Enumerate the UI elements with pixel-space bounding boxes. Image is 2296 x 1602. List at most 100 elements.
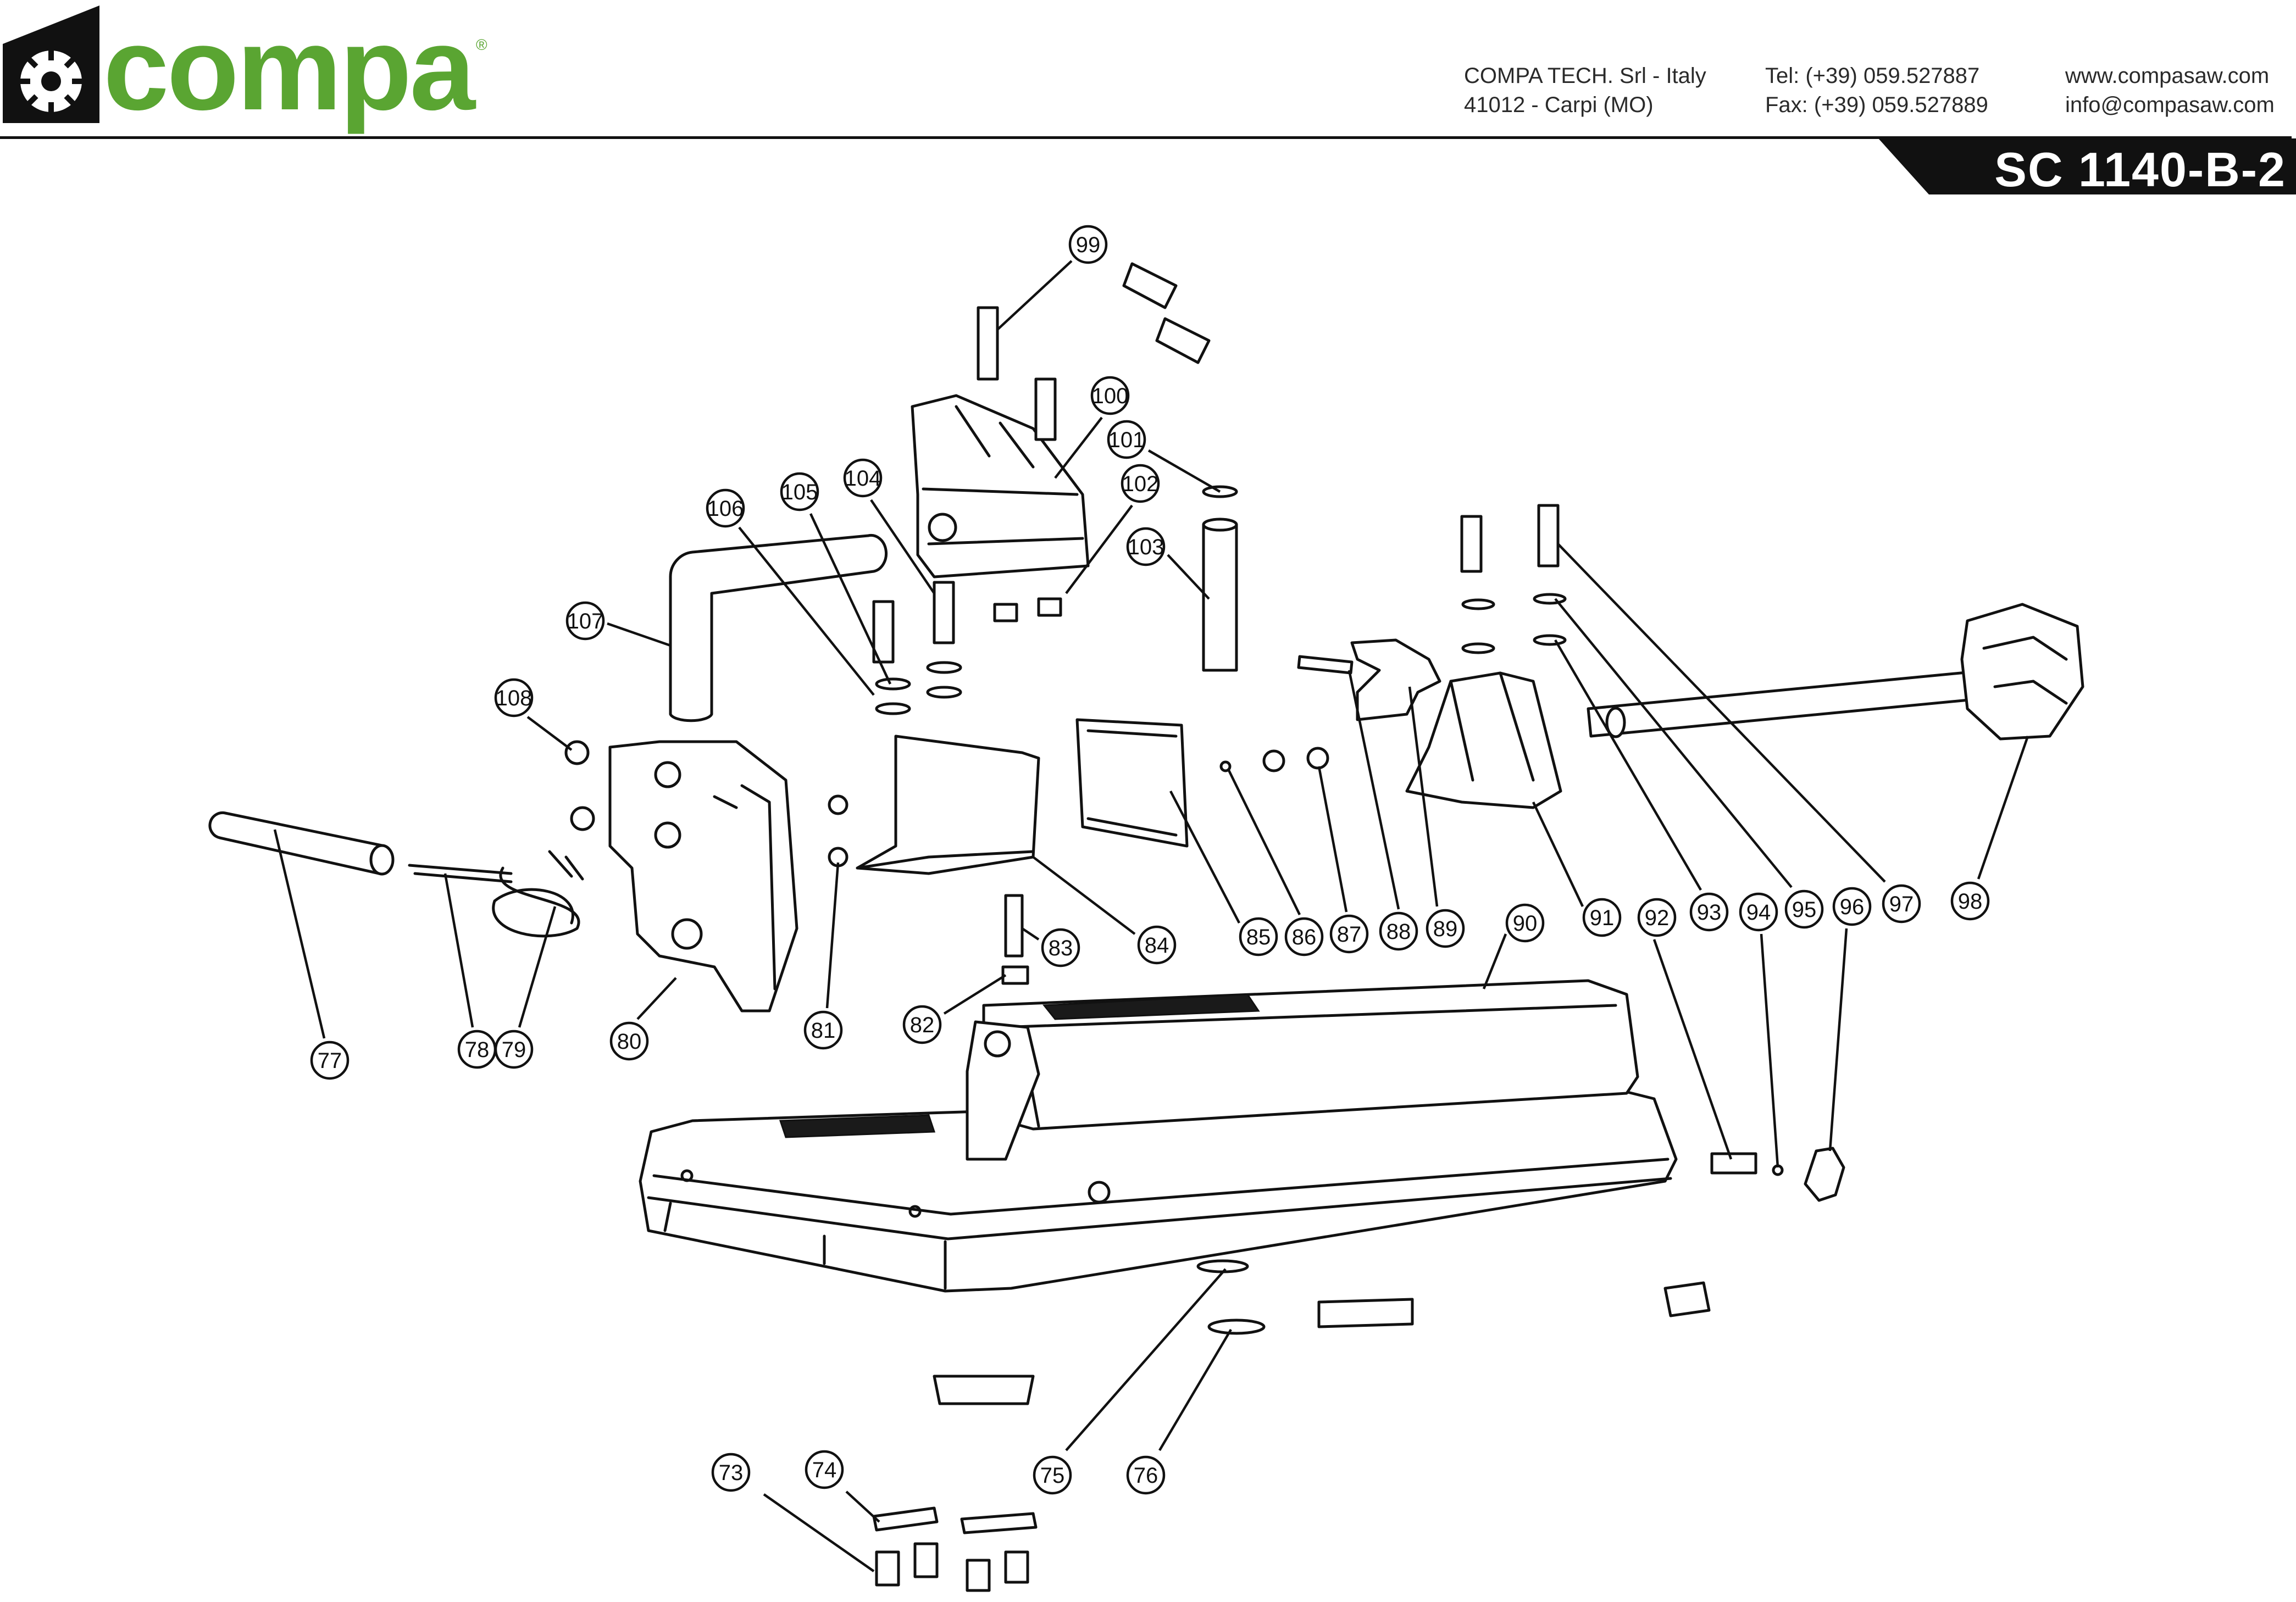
callout-label-101: 101 bbox=[1108, 428, 1145, 452]
leader-line-74 bbox=[845, 1490, 880, 1523]
callout-85: 85 bbox=[1169, 790, 1278, 956]
callout-circle-81 bbox=[803, 1010, 843, 1050]
callout-circle-93 bbox=[1689, 892, 1729, 932]
callout-93: 93 bbox=[1554, 639, 1729, 932]
callout-100: 100 bbox=[1054, 376, 1130, 479]
callout-label-99: 99 bbox=[1076, 233, 1101, 257]
part-103-pin-drawing bbox=[1202, 518, 1238, 672]
callout-76: 76 bbox=[1126, 1328, 1232, 1495]
callout-circle-91 bbox=[1582, 898, 1622, 937]
callout-circle-94 bbox=[1739, 892, 1778, 932]
callout-103: 103 bbox=[1126, 527, 1210, 600]
callout-circle-98 bbox=[1950, 881, 1990, 921]
model-banner bbox=[1878, 138, 2296, 194]
callout-label-74: 74 bbox=[812, 1458, 837, 1482]
leader-line-108 bbox=[526, 716, 573, 751]
registered-mark: ® bbox=[476, 36, 487, 53]
callout-97: 97 bbox=[1557, 543, 1921, 924]
callout-label-94: 94 bbox=[1746, 900, 1771, 925]
callout-circle-79 bbox=[494, 1030, 534, 1069]
leader-line-106 bbox=[738, 526, 875, 696]
callout-label-76: 76 bbox=[1134, 1464, 1158, 1488]
callout-circle-107 bbox=[565, 601, 605, 641]
part-107-handle-drawing bbox=[669, 533, 888, 722]
company-city: 41012 - Carpi (MO) bbox=[1464, 93, 1654, 117]
leader-line-103 bbox=[1167, 554, 1210, 600]
leader-line-96 bbox=[1828, 928, 1848, 1152]
leader-line-101 bbox=[1147, 449, 1221, 493]
callout-label-93: 93 bbox=[1697, 900, 1722, 925]
callout-circle-92 bbox=[1637, 898, 1677, 937]
callout-106: 106 bbox=[706, 488, 875, 696]
callout-circle-95 bbox=[1784, 889, 1824, 929]
callout-88: 88 bbox=[1347, 670, 1418, 951]
leader-line-88 bbox=[1347, 670, 1400, 910]
callout-label-108: 108 bbox=[496, 686, 533, 710]
callout-label-78: 78 bbox=[465, 1038, 490, 1062]
page-header: compa ® COMPA TECH. Srl - Italy 41012 - … bbox=[0, 0, 2296, 140]
callout-label-104: 104 bbox=[845, 466, 881, 491]
leader-line-102 bbox=[1065, 504, 1133, 594]
leader-line-82 bbox=[943, 974, 1007, 1015]
callout-108: 108 bbox=[494, 678, 573, 751]
leader-line-85 bbox=[1169, 790, 1240, 924]
callout-circle-85 bbox=[1239, 917, 1278, 956]
callout-101: 101 bbox=[1107, 420, 1221, 493]
callout-label-92: 92 bbox=[1645, 906, 1670, 930]
callout-circle-89 bbox=[1426, 909, 1465, 948]
callout-99: 99 bbox=[996, 225, 1108, 331]
leader-line-80 bbox=[636, 977, 677, 1020]
leader-line-75 bbox=[1065, 1268, 1227, 1451]
callout-label-103: 103 bbox=[1128, 535, 1164, 559]
callout-circle-97 bbox=[1882, 884, 1921, 924]
leader-line-94 bbox=[1760, 933, 1779, 1168]
callout-92: 92 bbox=[1637, 898, 1733, 1160]
callout-circle-75 bbox=[1033, 1455, 1072, 1495]
callout-label-85: 85 bbox=[1246, 925, 1271, 949]
callout-circle-100 bbox=[1090, 376, 1130, 415]
leader-line-95 bbox=[1554, 598, 1793, 888]
callout-label-89: 89 bbox=[1433, 917, 1458, 941]
model-number: SC 1140-B-2 bbox=[1994, 142, 2286, 197]
callout-label-87: 87 bbox=[1337, 922, 1362, 947]
callout-label-75: 75 bbox=[1040, 1464, 1065, 1488]
leader-line-97 bbox=[1557, 543, 1886, 883]
callout-circle-102 bbox=[1121, 464, 1160, 503]
callout-98: 98 bbox=[1950, 736, 2029, 921]
callout-label-107: 107 bbox=[567, 609, 604, 633]
part-96-knob-drawing bbox=[1804, 1147, 1845, 1202]
leader-line-79 bbox=[518, 906, 557, 1028]
part-feet-drawing bbox=[933, 1259, 1711, 1405]
company-web: www.compasaw.com info@compasaw.com bbox=[2065, 62, 2275, 120]
callout-label-106: 106 bbox=[707, 497, 744, 521]
part-100-clamp-drawing bbox=[911, 394, 1090, 578]
leader-line-78 bbox=[443, 873, 474, 1028]
callout-label-84: 84 bbox=[1145, 933, 1169, 958]
callout-107: 107 bbox=[565, 601, 671, 647]
part-91-support-drawing bbox=[1405, 671, 1562, 809]
callout-96: 96 bbox=[1828, 887, 1872, 1152]
callout-circle-88 bbox=[1379, 911, 1418, 951]
callout-circle-99 bbox=[1068, 225, 1108, 264]
part-85-plate-drawing bbox=[1075, 718, 1189, 848]
leader-line-86 bbox=[1227, 769, 1301, 915]
leader-line-81 bbox=[825, 862, 840, 1009]
leader-line-99 bbox=[996, 260, 1073, 331]
callout-circle-73 bbox=[711, 1453, 751, 1492]
callout-77: 77 bbox=[273, 829, 350, 1080]
callout-circle-84 bbox=[1137, 925, 1177, 965]
callout-label-73: 73 bbox=[719, 1461, 744, 1485]
website-link[interactable]: www.compasaw.com bbox=[2065, 64, 2270, 88]
callout-label-95: 95 bbox=[1792, 898, 1817, 922]
leader-line-77 bbox=[273, 829, 326, 1039]
callout-circle-101 bbox=[1107, 420, 1146, 459]
leader-line-98 bbox=[1977, 736, 2029, 880]
callout-circle-74 bbox=[805, 1450, 844, 1489]
callout-circle-86 bbox=[1284, 917, 1324, 956]
email-link[interactable]: info@compasaw.com bbox=[2065, 93, 2275, 117]
callout-label-102: 102 bbox=[1122, 472, 1159, 496]
leader-line-91 bbox=[1532, 802, 1584, 907]
callout-78: 78 bbox=[443, 873, 497, 1069]
